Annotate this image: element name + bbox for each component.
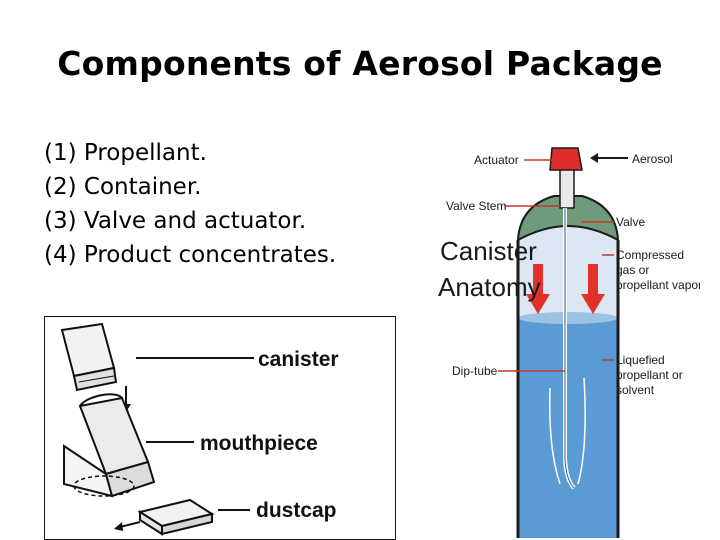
- canister-label: canister: [258, 348, 339, 371]
- dip-tube-label: Dip-tube: [452, 364, 498, 378]
- compressed-label-line2: gas or: [616, 263, 649, 277]
- flow-arrow-right: [577, 377, 586, 485]
- mouthpiece-label: mouthpiece: [200, 432, 318, 455]
- aerosol-label: Aerosol: [632, 152, 673, 166]
- list-item: (2) Container.: [44, 174, 202, 200]
- list-item: (4) Product concentrates.: [44, 242, 337, 268]
- components-list: (1) Propellant. (2) Container. (3) Valve…: [44, 136, 336, 272]
- canister-anatomy-diagram: Canister Anatomy Actuator Valve Stem Dip…: [438, 147, 700, 538]
- list-item: (1) Propellant.: [44, 140, 207, 166]
- valve-dome: [516, 195, 620, 242]
- liquefied-label-line2: propellant or: [616, 368, 683, 382]
- liquefied-label-line1: Liquefied: [616, 353, 665, 367]
- valve-label: Valve: [616, 215, 645, 229]
- compressed-label-line1: Compressed: [616, 248, 684, 262]
- liquefied-label-line3: solvent: [616, 383, 655, 397]
- actuator-label: Actuator: [474, 153, 519, 167]
- list-item: (3) Valve and actuator.: [44, 208, 307, 234]
- diagram-heading-line2: Anatomy: [438, 272, 541, 302]
- liquid-propellant-fill: [518, 318, 618, 538]
- dustcap-label: dustcap: [256, 499, 337, 522]
- diagram-heading-line1: Canister: [440, 236, 537, 266]
- inhaler-dustcap-drawing: [137, 498, 215, 536]
- inhaler-diagram: canister mouthpiece dustcap: [44, 316, 396, 540]
- inhaler-mouthpiece-drawing: [63, 393, 156, 498]
- valve-stem-label: Valve Stem: [446, 199, 506, 213]
- pressure-arrow-right: [581, 264, 605, 314]
- compressed-label-line3: propellant vapor: [616, 278, 700, 292]
- can-outline: [516, 240, 620, 538]
- slide-title: Components of Aerosol Package: [57, 44, 663, 83]
- inhaler-canister-drawing: [60, 322, 118, 392]
- flow-arrow-left: [548, 387, 561, 485]
- actuator-button: [549, 147, 583, 171]
- pressure-arrow-left: [526, 264, 550, 314]
- valve-stem: [559, 167, 575, 209]
- liquid-surface: [518, 312, 618, 324]
